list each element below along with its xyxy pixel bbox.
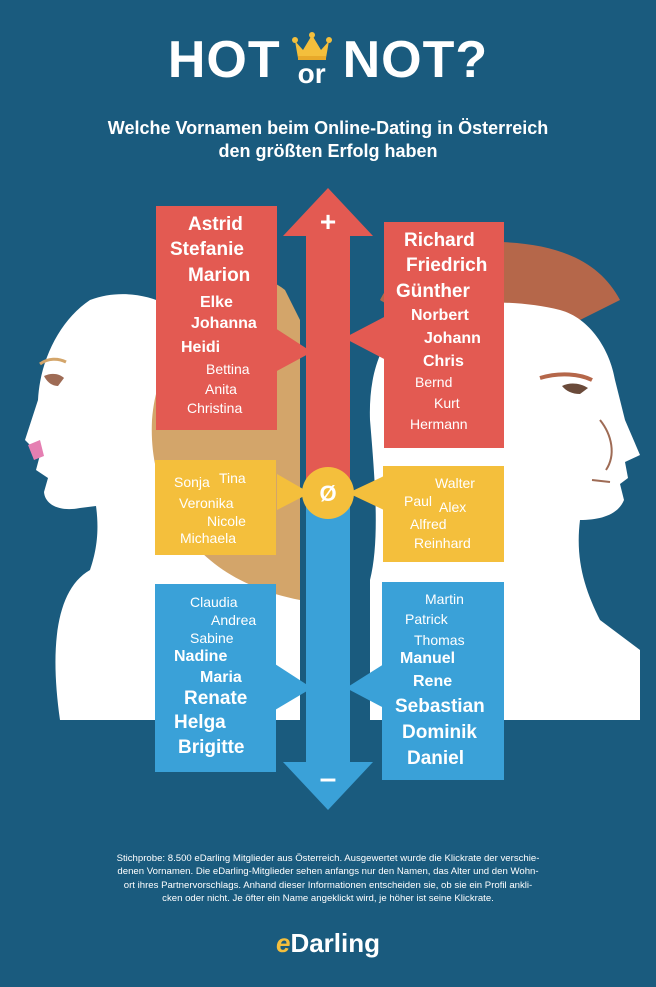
box-women-not: Claudia Andrea Sabine Nadine Maria Renat…	[155, 584, 276, 772]
name-sonja: Sonja	[174, 474, 210, 490]
name-manuel: Manuel	[400, 650, 456, 667]
name-veronika: Veronika	[179, 495, 234, 511]
name-patrick: Patrick	[405, 611, 448, 627]
name-daniel: Daniel	[407, 748, 465, 769]
name-friedrich: Friedrich	[406, 255, 488, 276]
name-johann: Johann	[424, 330, 481, 347]
name-guenther: Günther	[396, 281, 470, 302]
footnote-line-4: cken oder nicht. Je öfter ein Name angek…	[162, 892, 494, 904]
name-maria: Maria	[200, 669, 242, 686]
title-or-group: or	[287, 30, 337, 90]
name-kurt: Kurt	[434, 395, 460, 411]
box-men-hot: Richard Friedrich Günther Norbert Johann…	[384, 222, 504, 448]
name-martin: Martin	[425, 591, 464, 607]
name-chris: Chris	[423, 353, 464, 370]
name-nadine: Nadine	[174, 648, 228, 665]
name-reinhard: Reinhard	[414, 535, 471, 551]
name-thomas: Thomas	[414, 632, 465, 648]
footnote-line-1: Stichprobe: 8.500 eDarling Mitglieder au…	[116, 853, 540, 864]
title-or: or	[297, 58, 326, 89]
name-claudia: Claudia	[190, 594, 238, 610]
name-norbert: Norbert	[411, 307, 469, 324]
crown-icon	[291, 32, 332, 60]
footnote-line-2: denen Vornamen. Die eDarling-Mitglieder …	[117, 866, 539, 878]
name-walter: Walter	[435, 475, 475, 491]
logo-text: Darling	[290, 928, 381, 958]
name-helga: Helga	[174, 712, 226, 733]
name-tina: Tina	[219, 470, 246, 486]
name-brigitte: Brigitte	[178, 737, 245, 758]
minus-symbol: –	[319, 762, 337, 795]
name-astrid: Astrid	[188, 214, 243, 235]
name-anita: Anita	[205, 381, 237, 397]
name-stefanie: Stefanie	[170, 239, 244, 260]
footnote-line-3: ort ihres Partnervorschlags. Anhand dies…	[123, 879, 533, 891]
name-paul: Paul	[404, 493, 433, 509]
name-elke: Elke	[200, 294, 233, 311]
box-men-average: Walter Paul Alex Alfred Reinhard	[383, 466, 504, 562]
name-marion: Marion	[188, 265, 251, 286]
box-men-not: Martin Patrick Thomas Manuel Rene Sebast…	[382, 582, 504, 780]
average-symbol: Ø	[319, 481, 337, 506]
name-richard: Richard	[404, 230, 475, 251]
subtitle-line-1: Welche Vornamen beim Online-Dating in Ös…	[107, 118, 549, 138]
name-alex: Alex	[439, 499, 467, 515]
plus-symbol: +	[319, 206, 337, 237]
subtitle-line-2: den größten Erfolg haben	[218, 141, 438, 161]
name-christina: Christina	[187, 400, 243, 416]
name-dominik: Dominik	[402, 722, 477, 743]
name-johanna: Johanna	[191, 315, 257, 332]
double-arrow	[283, 188, 373, 810]
name-alfred: Alfred	[410, 516, 447, 532]
name-renate: Renate	[184, 688, 248, 709]
name-heidi: Heidi	[181, 339, 221, 356]
title-not: NOT?	[342, 31, 489, 89]
logo-e: e	[275, 928, 291, 958]
page-title: HOT or NOT?	[0, 30, 656, 90]
name-michaela: Michaela	[180, 530, 237, 546]
box-women-average: Sonja Tina Veronika Nicole Michaela	[155, 460, 276, 555]
name-bettina: Bettina	[206, 361, 250, 377]
footnote: Stichprobe: 8.500 eDarling Mitglieder au…	[82, 852, 574, 905]
name-bernd: Bernd	[415, 374, 453, 390]
title-hot: HOT	[167, 31, 281, 89]
name-sabine: Sabine	[190, 630, 234, 646]
name-andrea: Andrea	[211, 612, 257, 628]
name-nicole: Nicole	[207, 513, 246, 529]
box-women-hot: Astrid Stefanie Marion Elke Johanna Heid…	[156, 206, 277, 430]
name-rene: Rene	[413, 673, 453, 690]
edarling-logo: eDarling	[0, 928, 656, 959]
name-sebastian: Sebastian	[395, 696, 485, 717]
name-hermann: Hermann	[410, 416, 468, 432]
